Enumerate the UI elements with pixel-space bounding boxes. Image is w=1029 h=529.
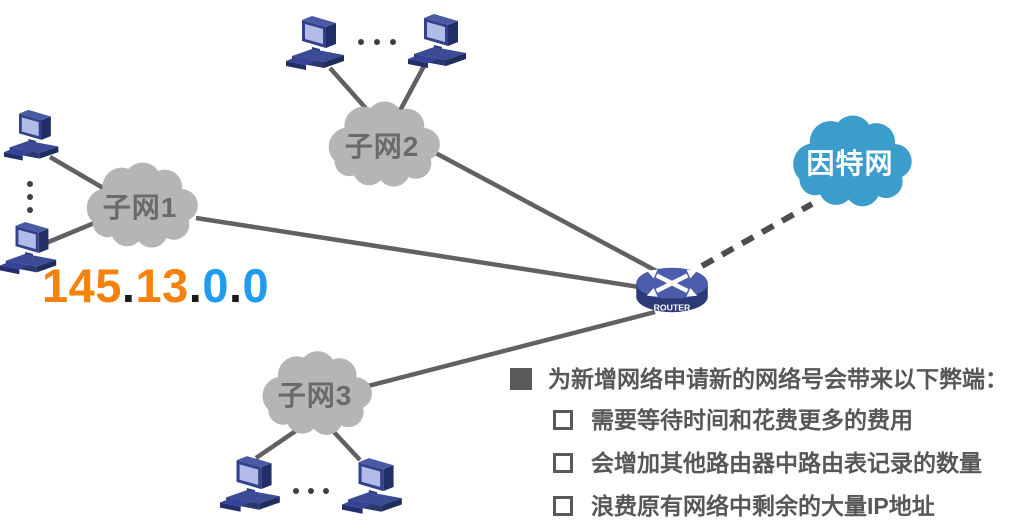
subnet3-label: 子网3	[277, 380, 353, 411]
dot	[323, 488, 329, 494]
ip-part: .	[228, 259, 243, 312]
subnet1-cloud: 子网1	[75, 155, 205, 257]
ip-part: 0	[242, 259, 270, 312]
dot	[27, 181, 33, 187]
computer-icon	[286, 14, 350, 78]
drawback-item-text: 会增加其他路由器中路由表记录的数量	[591, 450, 982, 476]
ip-part: .	[121, 259, 136, 312]
router-icon: ROUTER	[636, 267, 708, 312]
ip-part: 0	[202, 259, 229, 312]
subnet2-label: 子网2	[344, 131, 420, 162]
ip-address: 145.13.0.0	[42, 258, 269, 313]
hollow-square-bullet	[553, 496, 573, 516]
drawback-item-text: 浪费原有网络中剩余的大量IP地址	[591, 493, 935, 519]
ip-part: 145	[42, 259, 122, 312]
internet-label: 因特网	[806, 148, 894, 179]
router-label: ROUTER	[654, 302, 691, 312]
more-hosts-dots	[27, 181, 33, 213]
link-subnet2-router	[428, 148, 664, 276]
subnet2-cloud: 子网2	[317, 93, 447, 197]
dot	[27, 207, 33, 213]
drawbacks-heading: 为新增网络申请新的网络号会带来以下弊端：	[510, 366, 1008, 393]
link-pc4-subnet2	[394, 64, 426, 120]
ip-part: 13	[135, 259, 189, 312]
drawback-item-text: 需要等待时间和花费更多的费用	[591, 407, 913, 433]
more-hosts-dots	[358, 39, 396, 45]
subnet3-cloud: 子网3	[251, 342, 379, 446]
more-hosts-dots	[293, 488, 329, 494]
drawback-item: 需要等待时间和花费更多的费用	[553, 407, 913, 434]
link-subnet3-router	[367, 309, 656, 389]
ip-part: .	[188, 259, 203, 312]
drawback-item: 浪费原有网络中剩余的大量IP地址	[553, 493, 935, 520]
dot	[358, 39, 364, 45]
computer-icon	[4, 108, 64, 168]
dot	[293, 488, 299, 494]
subnet1-label: 子网1	[102, 192, 178, 223]
drawback-item: 会增加其他路由器中路由表记录的数量	[553, 450, 982, 477]
link-pc5-subnet3	[254, 426, 302, 460]
drawbacks-heading-text: 为新增网络申请新的网络号会带来以下弊端：	[548, 366, 1008, 392]
hollow-square-bullet	[553, 453, 573, 473]
computer-icon	[220, 454, 286, 520]
link-pc1-subnet1	[48, 155, 112, 194]
dot	[27, 194, 33, 200]
filled-square-bullet	[510, 368, 532, 390]
link-pc6-subnet3	[330, 428, 362, 462]
computer-icon	[408, 12, 472, 76]
computer-icon	[342, 456, 408, 522]
dot	[390, 39, 396, 45]
dot	[374, 39, 380, 45]
link-subnet1-router	[195, 215, 653, 292]
hollow-square-bullet	[553, 410, 573, 430]
dot	[308, 488, 314, 494]
internet-cloud: 因特网	[763, 110, 937, 214]
